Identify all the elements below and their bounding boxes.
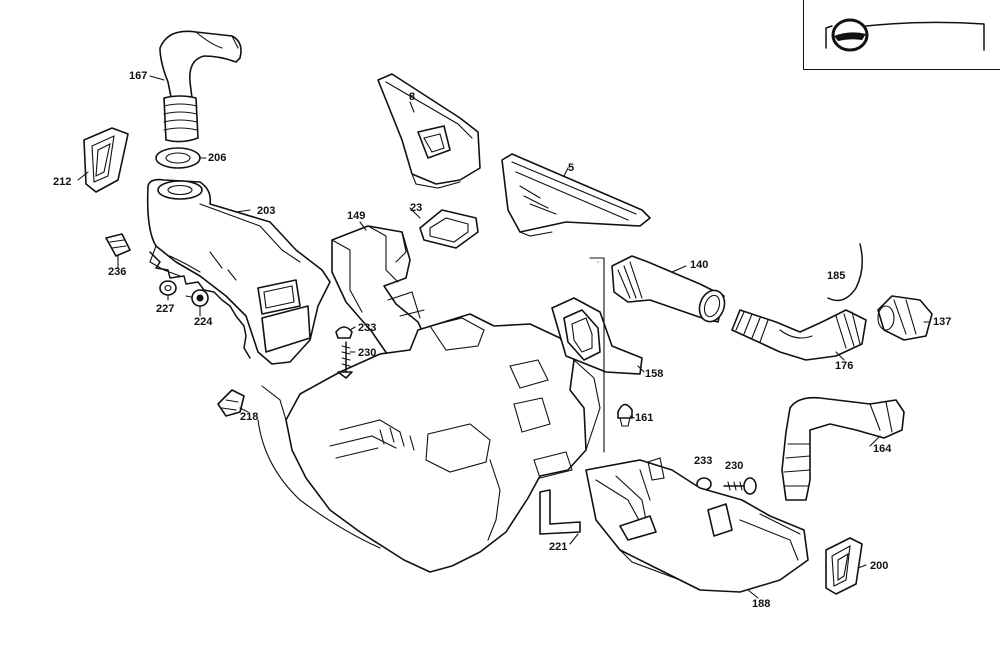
callout-212[interactable]: 212 bbox=[53, 176, 72, 188]
callout-149[interactable]: 149 bbox=[347, 210, 366, 222]
part-236-clip-nut[interactable] bbox=[105, 233, 131, 257]
part-227-washer[interactable] bbox=[159, 280, 177, 296]
part-176-corrugated-hose[interactable] bbox=[731, 309, 867, 361]
callout-221[interactable]: 221 bbox=[549, 541, 568, 553]
part-233-expanding-nut-left[interactable] bbox=[335, 326, 353, 339]
callout-5[interactable]: 5 bbox=[568, 162, 575, 174]
part-230-screw-left[interactable] bbox=[337, 341, 353, 379]
callout-137[interactable]: 137 bbox=[933, 316, 952, 328]
callout-200[interactable]: 200 bbox=[870, 560, 889, 572]
part-230-screw-right[interactable] bbox=[723, 477, 757, 495]
part-164-right-air-hose[interactable] bbox=[781, 396, 905, 501]
callout-203[interactable]: 203 bbox=[257, 205, 276, 217]
callout-233b[interactable]: 233 bbox=[694, 455, 713, 467]
part-158-duct-connector-flange[interactable] bbox=[551, 257, 643, 453]
orientation-inset bbox=[803, 0, 1000, 70]
part-200-side-vent-right[interactable] bbox=[825, 537, 863, 595]
part-137-outlet-adapter[interactable] bbox=[877, 295, 933, 341]
callout-140[interactable]: 140 bbox=[690, 259, 709, 271]
callout-158[interactable]: 158 bbox=[645, 368, 664, 380]
callout-188[interactable]: 188 bbox=[752, 598, 771, 610]
callout-206[interactable]: 206 bbox=[208, 152, 227, 164]
callout-167[interactable]: 167 bbox=[129, 70, 148, 82]
part-206-sealing-ring[interactable] bbox=[155, 147, 201, 169]
part-185-cable-tie[interactable] bbox=[827, 243, 863, 302]
leader-lines bbox=[77, 75, 931, 599]
callout-236[interactable]: 236 bbox=[108, 266, 127, 278]
callout-230b[interactable]: 230 bbox=[725, 460, 744, 472]
part-140-flexible-hose[interactable] bbox=[611, 255, 729, 325]
callout-23[interactable]: 23 bbox=[410, 202, 423, 214]
part-8-center-vent-duct[interactable] bbox=[377, 73, 481, 189]
part-188-right-duct-housing[interactable] bbox=[585, 457, 809, 593]
callout-164[interactable]: 164 bbox=[873, 443, 892, 455]
part-218-retaining-clip[interactable] bbox=[217, 389, 245, 417]
part-5-defroster-nozzle[interactable] bbox=[501, 153, 651, 237]
callout-8[interactable]: 8 bbox=[409, 91, 416, 103]
callout-233a[interactable]: 233 bbox=[358, 322, 377, 334]
part-23-seal-frame[interactable] bbox=[419, 209, 479, 249]
part-167-air-intake-elbow[interactable] bbox=[159, 30, 242, 143]
part-212-side-vent-left[interactable] bbox=[83, 127, 129, 193]
part-203-left-duct-housing[interactable] bbox=[146, 178, 331, 365]
callout-161[interactable]: 161 bbox=[635, 412, 654, 424]
callout-230a[interactable]: 230 bbox=[358, 347, 377, 359]
callout-185[interactable]: 185 bbox=[827, 270, 846, 282]
part-224-grommet[interactable] bbox=[185, 289, 209, 307]
callout-224[interactable]: 224 bbox=[194, 316, 213, 328]
callout-218[interactable]: 218 bbox=[240, 411, 259, 423]
callout-176[interactable]: 176 bbox=[835, 360, 854, 372]
steering-wheel-dashboard-icon bbox=[825, 18, 985, 52]
callout-227[interactable]: 227 bbox=[156, 303, 175, 315]
part-161-push-clip[interactable] bbox=[617, 403, 633, 427]
part-221-bracket[interactable] bbox=[539, 489, 581, 535]
